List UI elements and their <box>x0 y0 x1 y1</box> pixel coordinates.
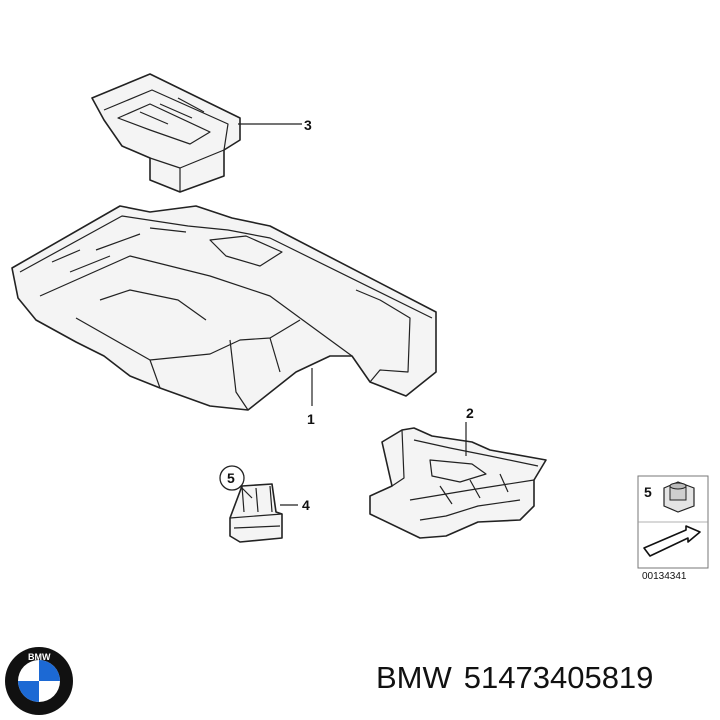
part-1-floor-insert <box>11 205 437 411</box>
legend-number: 5 <box>644 484 652 500</box>
arrow-icon <box>643 525 701 557</box>
callout-2: 2 <box>466 405 474 421</box>
callout-1: 1 <box>307 411 315 427</box>
nut-icon <box>663 481 695 513</box>
bmw-roundel-icon: BMW <box>5 647 73 715</box>
callout-4: 4 <box>302 497 310 513</box>
part-2-side-insert <box>369 427 547 539</box>
caption-part-number: 51473405819 <box>463 660 654 695</box>
part-caption: BMW 51473405819 <box>376 660 665 696</box>
part-3-tray <box>91 73 241 193</box>
callout-3: 3 <box>304 117 312 133</box>
reference-code: 00134341 <box>642 571 687 582</box>
caption-brand: BMW <box>376 660 452 695</box>
callout-5-circle <box>219 465 253 499</box>
logo-text: BMW <box>28 652 51 662</box>
callout-5: 5 <box>227 470 235 486</box>
part-4-holder <box>229 483 283 543</box>
